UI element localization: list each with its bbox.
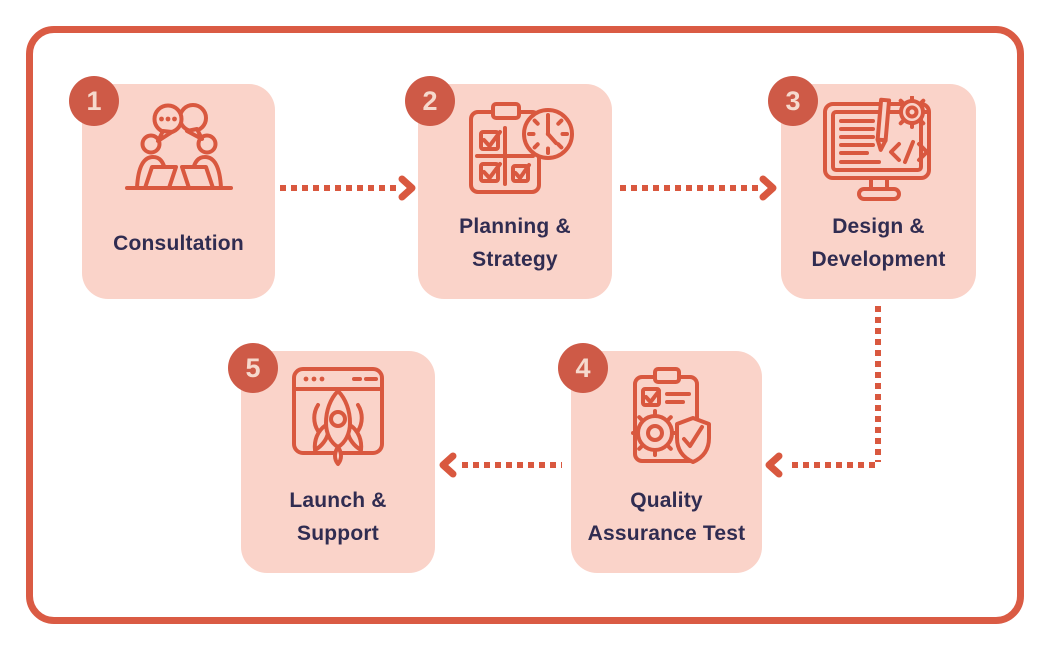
arrowhead-right-icon (759, 175, 777, 201)
quality-assurance-icon (571, 363, 762, 471)
outer-border-frame (26, 26, 1024, 624)
step-number-badge: 5 (228, 343, 278, 393)
step-number-badge: 3 (768, 76, 818, 126)
arrow-step4-to-step5 (462, 462, 562, 468)
step-label: Planning &Strategy (459, 215, 571, 271)
design-development-icon (781, 96, 976, 204)
step-number-badge: 4 (558, 343, 608, 393)
step-card-planning-strategy: 2 (405, 76, 612, 299)
step-card-consultation: 1 Consultation (69, 76, 275, 299)
launch-support-icon (241, 363, 435, 467)
step-card-quality-assurance: 4 Q (558, 343, 762, 573)
arrowhead-right-icon (398, 175, 416, 201)
step-label: Launch &Support (289, 489, 387, 545)
arrow-step2-to-step3 (620, 185, 758, 191)
planning-strategy-icon (418, 96, 612, 198)
arrow-step3-to-step4 (792, 462, 878, 468)
step-number-badge: 1 (69, 76, 119, 126)
step-card-design-development: 3 (768, 76, 976, 299)
arrowhead-left-icon (439, 452, 457, 478)
step-label: Design &Development (811, 215, 946, 271)
arrowhead-left-icon (765, 452, 783, 478)
consultation-icon (82, 96, 275, 196)
step-card-launch-support: 5 Launch &Support (228, 343, 435, 573)
arrow-step1-to-step2 (280, 185, 398, 191)
arrow-step3-down-segment (875, 306, 881, 462)
step-label: Consultation (113, 231, 244, 255)
step-number-badge: 2 (405, 76, 455, 126)
